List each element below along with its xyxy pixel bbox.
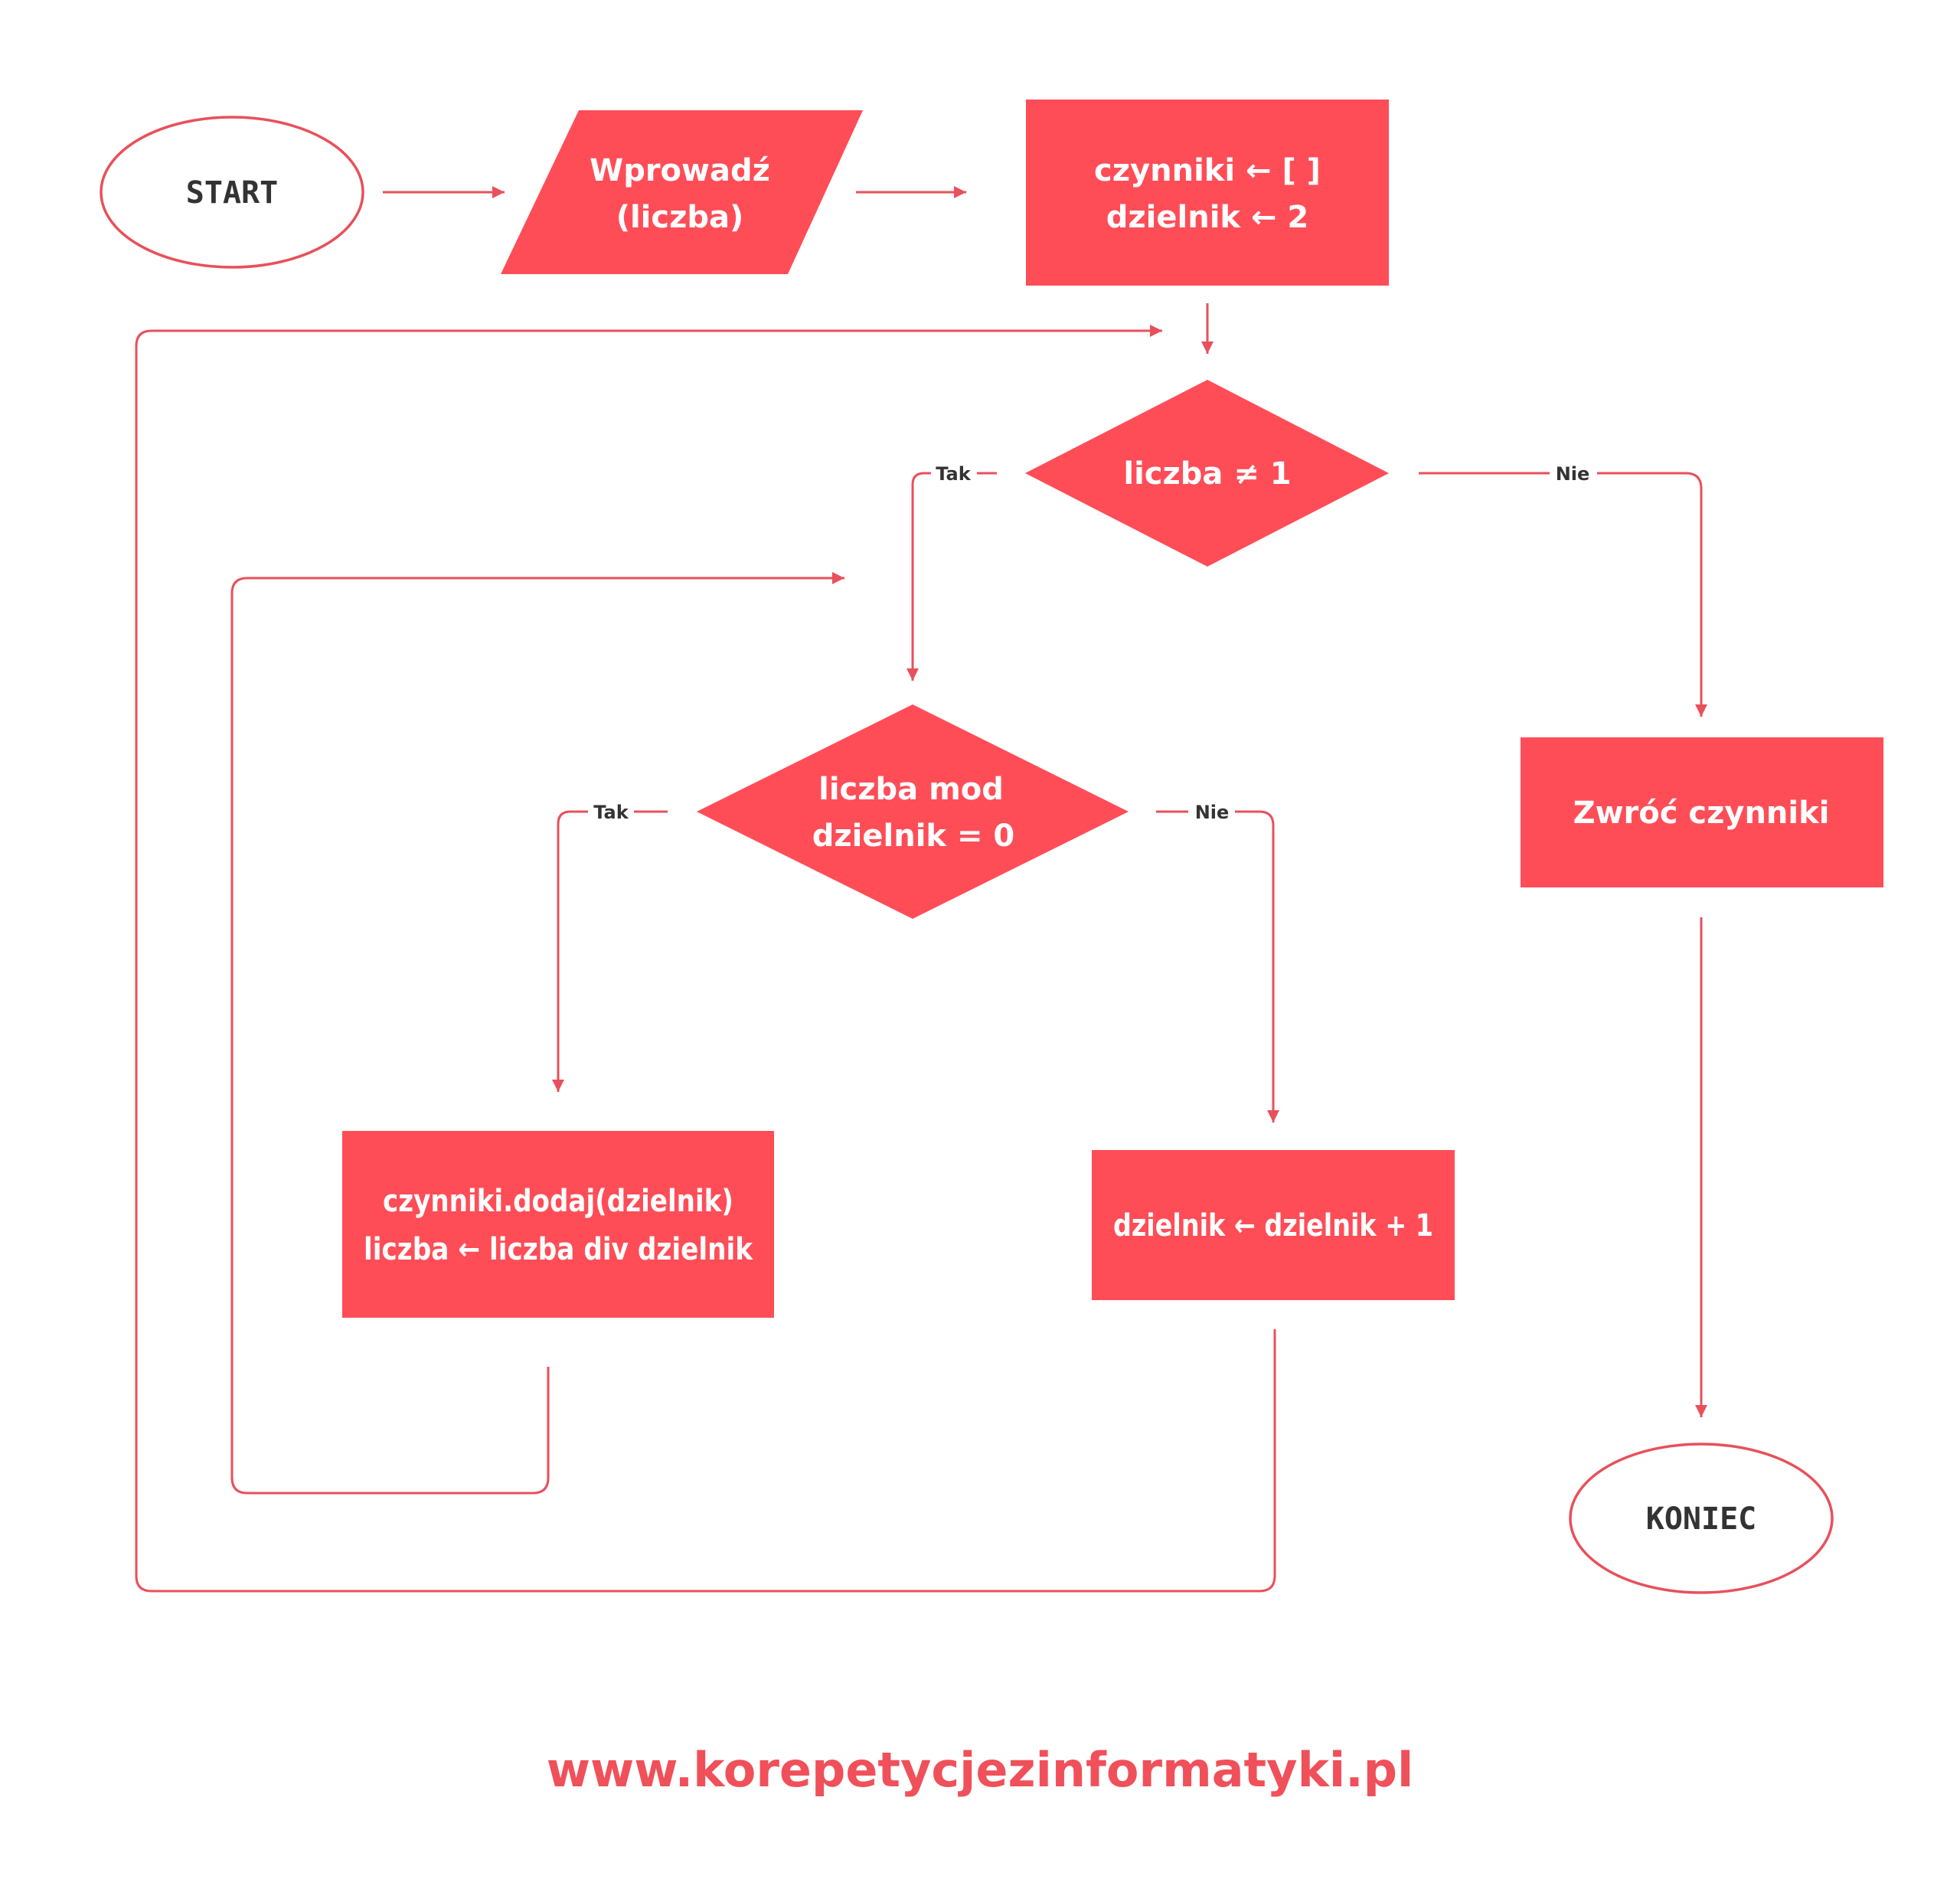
input-node: Wprowadź (liczba) [501,110,863,274]
init-label-line1: czynniki ← [ ] [1094,153,1321,188]
loop-yes-label: Tak [936,463,971,485]
arrow-mod-yes-down [552,810,588,1092]
input-label-line2: (liczba) [616,200,744,235]
mod-condition-diamond [697,704,1129,919]
mod-condition-label-line1: liczba mod [818,772,1004,807]
arrow-loop-no-down [1597,472,1707,717]
mod-condition-node: liczba mod dzielnik = 0 [697,704,1129,919]
input-label-line1: Wprowadź [590,153,770,188]
mod-yes-label: Tak [593,802,629,823]
arrow-loop-yes-down [906,472,931,681]
init-label-line2: dzielnik ← 2 [1106,200,1308,235]
start-label: START [186,175,278,211]
arrow-add-factor-loop-back [230,572,844,1495]
increment-rect [1092,1150,1455,1300]
loop-condition-diamond [1025,380,1389,567]
add-factor-label-line2: liczba ← liczba div dzielnik [364,1232,753,1267]
connectors [135,186,1707,1593]
mod-condition-label-line2: dzielnik = 0 [812,819,1014,854]
return-node: Zwróć czynniki [1521,737,1883,887]
end-terminal: KONIEC [1569,1443,1834,1594]
arrow-mod-no-down [1235,810,1279,1122]
loop-condition-label: liczba ≠ 1 [1123,456,1291,492]
return-label: Zwróć czynniki [1573,796,1830,831]
arrow-increment-loop-back [135,325,1276,1593]
init-node: czynniki ← [ ] dzielnik ← 2 [1026,100,1389,286]
return-rect [1521,737,1883,887]
end-ellipse [1569,1443,1834,1594]
add-factor-node: czynniki.dodaj(dzielnik) liczba ← liczba… [342,1131,774,1318]
start-terminal: START [100,116,364,269]
loop-condition-node: liczba ≠ 1 [1025,380,1389,567]
add-factor-label-line1: czynniki.dodaj(dzielnik) [383,1184,733,1219]
mod-no-label: Nie [1195,802,1230,823]
increment-node: dzielnik ← dzielnik + 1 [1092,1150,1455,1300]
end-label: KONIEC [1646,1502,1757,1537]
init-rect [1026,100,1389,286]
start-ellipse [100,116,364,269]
footer-url: www.korepetycjezinformatyki.pl [546,1742,1414,1798]
input-parallelogram [501,110,863,274]
loop-no-label: Nie [1556,463,1590,485]
increment-label: dzielnik ← dzielnik + 1 [1113,1208,1433,1243]
add-factor-rect [342,1131,774,1318]
